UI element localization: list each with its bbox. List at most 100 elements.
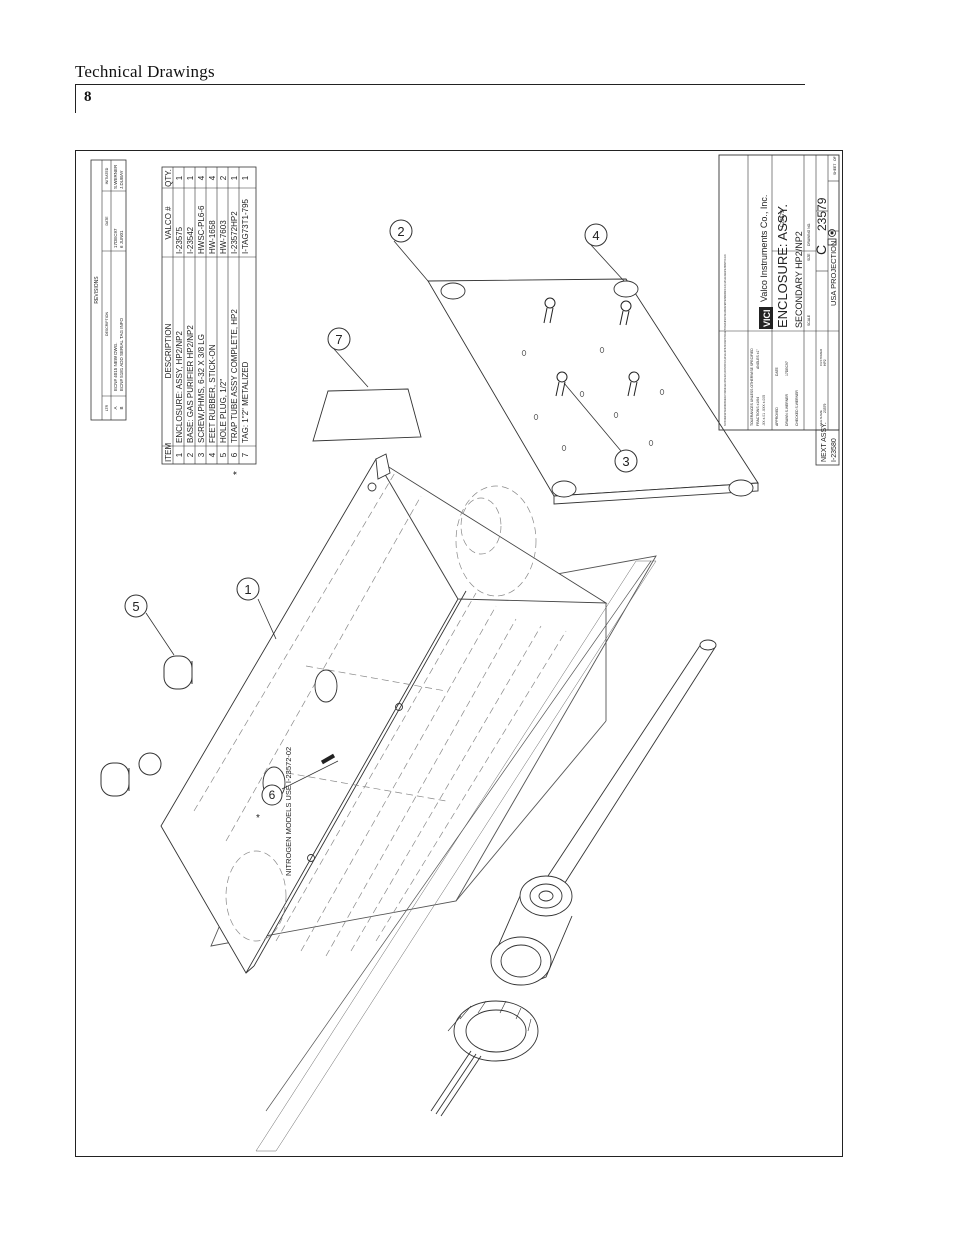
bom-row: 3 SCREW,PHMS, 6-32 X 3/8 LG HWSC-PL6-6 4	[197, 175, 206, 457]
approved-label: APPROVED	[775, 407, 779, 426]
drawing-number-small: I-23579	[780, 210, 786, 227]
bill-of-materials: ITEM DESCRIPTION VALCO # QTY. 1 ENCLOSUR…	[161, 166, 257, 475]
bom-item: 2	[186, 452, 195, 457]
callout-balloons: 1 2 3 4 5	[124, 219, 638, 776]
bom-desc: HOLE PLUG, 1/2"	[219, 379, 228, 443]
bom-qty: 1	[230, 175, 239, 180]
bom-valco: HW-7603	[219, 220, 228, 254]
header-rule	[75, 84, 805, 85]
projection-symbol-icon	[827, 229, 837, 246]
bom-qty: 1	[175, 175, 184, 180]
bom-col-valco: VALCO #	[164, 206, 173, 240]
revisions-title: REVISIONS	[94, 276, 100, 304]
bom-item: 1	[175, 452, 184, 457]
next-assy-label: NEXT ASSY.	[821, 422, 828, 462]
bom-item: 3	[197, 452, 206, 457]
bom-row: 1 ENCLOSURE: ASSY, HP2/NP2 I-23575 1	[175, 175, 184, 457]
rev-a-ltr: A	[113, 406, 118, 409]
rev-b-desc: ECN# 5181 ADD SERIAL TAG INFO	[119, 318, 124, 391]
bom-valco: I-TAG73T1-795	[241, 198, 250, 254]
callout-6-asterisk: *	[256, 813, 260, 824]
bom-col-desc: DESCRIPTION	[164, 323, 173, 378]
date-col-label: DATE	[775, 366, 779, 376]
title-block: THIS DOCUMENT AND THE INFORMATION WHICH …	[718, 154, 840, 431]
hole-plugs	[100, 655, 193, 797]
file-name-label: FILE NAME	[819, 410, 823, 426]
tolerance-label: TOLERANCES UNLESS OTHERWISE SPECIFIED	[750, 348, 754, 426]
metal-tag	[312, 388, 422, 442]
bom-row: 6 TRAP TUBE ASSY COMPLETE, HP2 I-23572HP…	[230, 175, 239, 457]
drawing-title: ENCLOSURE: ASSY.	[775, 204, 790, 328]
title-block-disclaimer: THIS DOCUMENT AND THE INFORMATION WHICH …	[723, 254, 727, 426]
bom-valco: HWSC-PL6-6	[197, 205, 206, 254]
page-header-title: Technical Drawings	[75, 62, 215, 81]
bom-desc: SCREW,PHMS, 6-32 X 3/8 LG	[197, 334, 206, 443]
drawn-date: 17DEC97	[785, 361, 789, 376]
bom-item: 7	[241, 452, 250, 457]
callout-3: 3	[563, 382, 638, 473]
bom-item: 6	[230, 452, 239, 457]
bom-row: 7 TAG: 1"2" METALIZED I-TAG73T1-795 1	[241, 175, 250, 457]
callout-6-label: 6	[269, 788, 276, 802]
header-vertical-rule	[75, 84, 76, 113]
bom-row: 5 HOLE PLUG, 1/2" HW-7603 2	[219, 175, 228, 457]
tolerance-angles: ANGLES ±1°	[756, 349, 760, 369]
bom-valco: I-23572HP2	[230, 211, 239, 254]
drawing-sheet: REVISIONS LTR DESCRIPTION DATE INITIATED…	[75, 150, 843, 1157]
bom-valco: I-23575	[175, 226, 184, 254]
checked-by: CHECKED S.WERNER	[795, 390, 799, 426]
callout-1-label: 1	[244, 582, 251, 597]
customer-value: HP2	[823, 359, 827, 366]
bom-desc: BASE: GAS PURIFIER HP2/NP2	[186, 325, 195, 443]
nitrogen-note: NITROGEN MODELS USE I-23572-02	[284, 747, 293, 876]
callout-5: 5	[124, 594, 175, 656]
bom-qty: 4	[208, 175, 217, 180]
rev-col-desc: DESCRIPTION	[105, 312, 109, 336]
bom-row: 2 BASE: GAS PURIFIER HP2/NP2 I-23542 1	[186, 175, 195, 457]
rev-col-date: DATE	[105, 216, 109, 226]
bom-desc: TAG: 1"2" METALIZED	[241, 361, 250, 443]
rev-col-ltr: LTR	[105, 404, 109, 411]
rev-b-init: J.DUBAY	[119, 170, 124, 189]
bom-row: 4 FEET RUBBER, STICK-ON HW-1658 4	[208, 175, 217, 457]
size-value: C	[813, 245, 829, 255]
callout-2-label: 2	[397, 224, 404, 239]
company-name: Valco Instruments Co., Inc.	[759, 195, 769, 302]
callout-2: 2	[389, 219, 429, 282]
next-assembly-box: NEXT ASSY. I-23580	[815, 422, 840, 466]
trap-tube-drawing	[255, 560, 717, 1152]
bom-asterisk: *	[232, 471, 243, 475]
callout-6-balloon	[138, 752, 162, 776]
drawing-number-label: DRAWING NO.	[807, 223, 811, 246]
page-number: 8	[84, 89, 92, 105]
bom-desc: FEET RUBBER, STICK-ON	[208, 344, 217, 443]
callout-4-label: 4	[592, 228, 599, 243]
sheet-label: SHEET	[833, 164, 837, 175]
rev-b-date: 6 JUN01	[119, 230, 124, 248]
rev-a-desc: ECN# 4015 NEW DWG.	[113, 342, 118, 391]
customer-label: CUSTOMER	[819, 348, 823, 366]
callout-7-label: 7	[335, 332, 342, 347]
base-plate-drawing	[427, 278, 759, 505]
file-name: 23579	[823, 403, 827, 413]
tolerance-fractions: FRACTIONS ±1/64	[756, 397, 760, 426]
next-assy-value: I-23580	[831, 438, 838, 462]
exploded-assembly-drawing: REVISIONS LTR DESCRIPTION DATE INITIATED…	[90, 154, 840, 1152]
of-label: OF	[833, 156, 837, 161]
bom-qty: 1	[186, 175, 195, 180]
size-label: SIZE	[807, 253, 811, 261]
callout-4: 4	[584, 223, 625, 282]
bom-col-item: ITEM	[164, 443, 173, 462]
drawing-subtitle: SECONDARY HP2/NP2	[794, 231, 804, 328]
revisions-table: REVISIONS LTR DESCRIPTION DATE INITIATED…	[90, 159, 127, 421]
callout-5-label: 5	[132, 599, 139, 614]
bom-desc: ENCLOSURE: ASSY, HP2/NP2	[175, 331, 184, 443]
enclosure-drawing	[160, 453, 657, 974]
callout-6-marker: 6 *	[256, 753, 339, 824]
callout-3-label: 3	[622, 454, 629, 469]
callout-7: 7	[327, 327, 369, 388]
projection-label: USA PROJECTION	[829, 241, 838, 306]
drawing-number: 23579	[815, 197, 829, 231]
bom-qty: 4	[197, 175, 206, 180]
rev-col-init: INITIATED	[105, 167, 109, 184]
